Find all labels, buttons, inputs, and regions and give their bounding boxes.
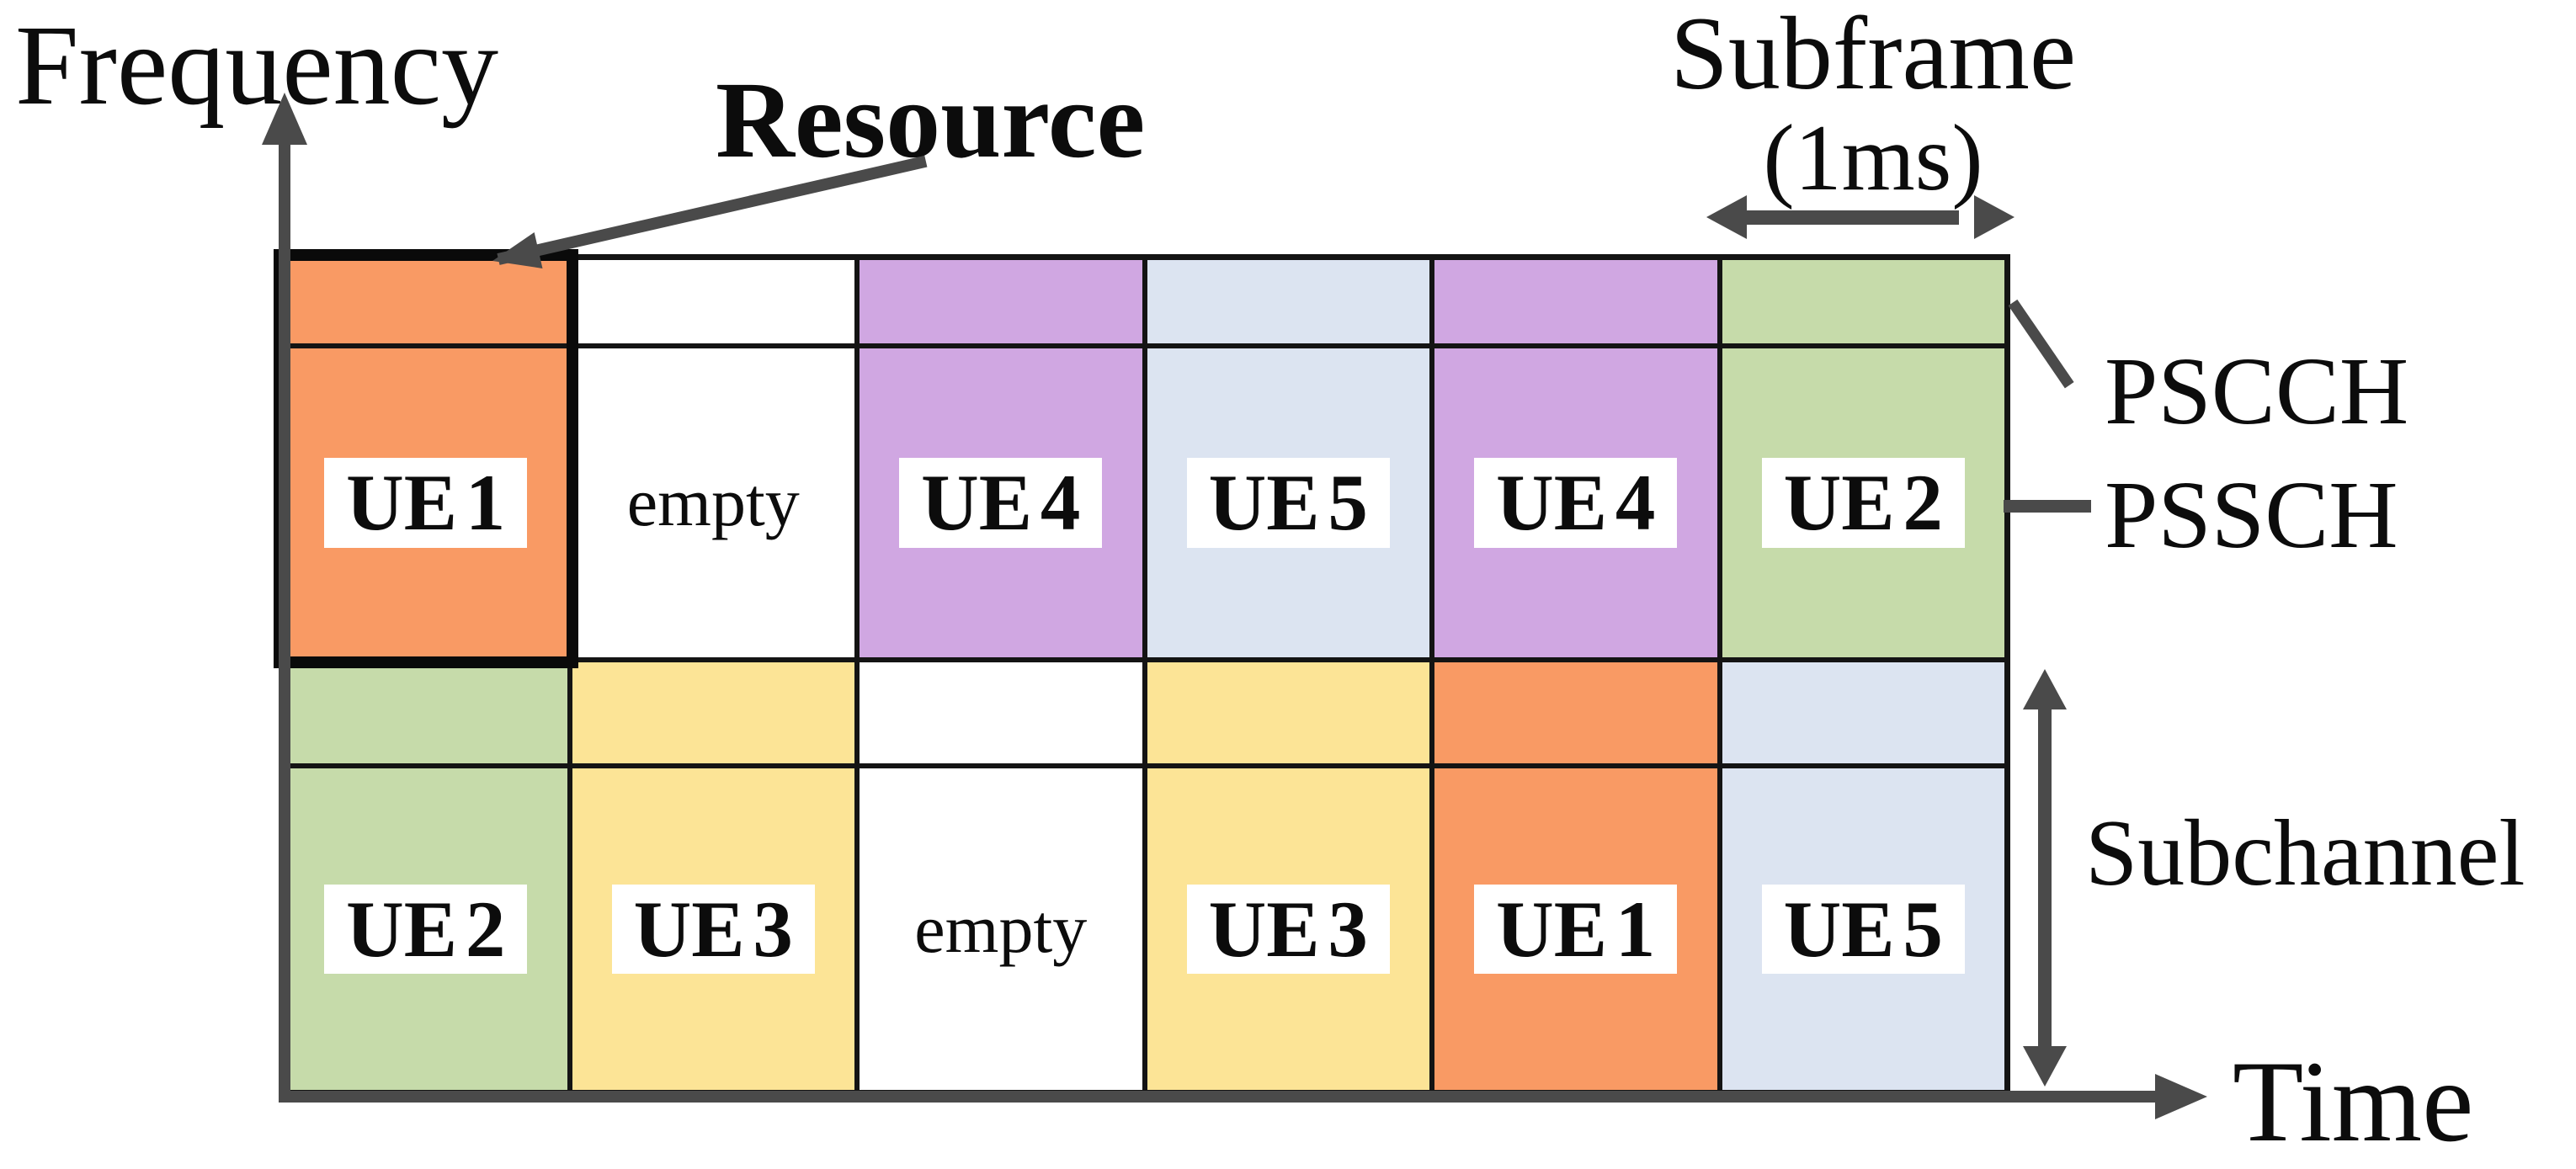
resource-annotation-label: Resource [716,60,1146,181]
pscch-strip-bottom-col5 [1432,660,1720,766]
pscch-label: PSCCH [2105,337,2409,444]
pscch-strip-bottom-col4 [1144,660,1432,766]
subframe-label: Subframe [1669,0,2077,111]
pscch-strip-bottom-col3 [857,660,1145,766]
ue-cell-label: UE 2 [324,884,528,975]
pssch-body-bottom-col4: UE 3 [1144,766,1432,1092]
subframe-double-arrow-line [1738,210,1959,225]
ue-cell-label: UE 5 [1186,458,1390,548]
pscch-strip-top-col6 [1719,258,2007,346]
ue-cell-label: UE 2 [1761,458,1965,548]
ue-cell-label: UE 3 [1186,884,1390,975]
subchannel-label: Subchannel [2085,801,2525,906]
pscch-strip-top-col4 [1144,258,1432,346]
ue-cell-label: UE 4 [1474,458,1678,548]
subframe-arrow-right-head-icon [1974,195,2014,239]
grid-column-4: UE 5 UE 3 [1144,258,1432,1092]
time-axis-arrowhead-icon [2155,1074,2207,1119]
ue-cell-label: UE 1 [1474,884,1678,975]
pscch-strip-bottom-col2 [569,660,857,766]
subframe-annotation: Subframe (1ms) [1667,0,2079,210]
subchannel-arrow-bottom-head-icon [2023,1046,2067,1087]
pssch-body-top-col5: UE 4 [1432,346,1720,660]
pscch-pointer-line [2008,299,2074,389]
grid-column-2: empty UE 3 [569,258,857,1092]
pssch-label: PSSCH [2105,461,2398,568]
empty-cell-label: empty [897,884,1104,975]
grid-column-6: UE 2 UE 5 [1719,258,2007,1092]
pssch-body-bottom-col2: UE 3 [569,766,857,1092]
pssch-body-top-col3: UE 4 [857,346,1145,660]
frequency-axis-line [279,139,290,1099]
pssch-body-bottom-col5: UE 1 [1432,766,1720,1092]
grid-column-3: UE 4 empty [857,258,1145,1092]
pscch-strip-top-col5 [1432,258,1720,346]
subchannel-double-arrow-line [2038,705,2052,1052]
frequency-axis-label: Frequency [15,3,499,129]
pssch-body-top-col2: empty [569,346,857,660]
time-axis-label: Time [2233,1037,2474,1166]
subchannel-arrow-top-head-icon [2023,669,2067,709]
pssch-body-bottom-col6: UE 5 [1719,766,2007,1092]
frequency-axis-arrowhead-icon [262,93,307,145]
pscch-strip-top-col2 [569,258,857,346]
empty-cell-label: empty [609,458,817,548]
pssch-pointer-line [2004,500,2091,513]
grid-column-5: UE 4 UE 1 [1432,258,1720,1092]
grid-column-1: UE 1 UE 2 [282,258,570,1092]
pssch-body-bottom-col1: UE 2 [282,766,570,1092]
pscch-strip-bottom-col6 [1719,660,2007,766]
pssch-body-top-col1: UE 1 [282,346,570,660]
subframe-duration-label: (1ms) [1763,106,1983,210]
ue-cell-label: UE 4 [899,458,1103,548]
ue-cell-label: UE 5 [1761,884,1965,975]
pssch-body-bottom-col3: empty [857,766,1145,1092]
resource-cell-highlight [274,249,578,668]
resource-pointer-line [497,155,928,265]
pscch-strip-top-col3 [857,258,1145,346]
ue-cell-label: UE 1 [324,458,528,548]
subframe-arrow-left-head-icon [1706,195,1747,239]
pssch-body-top-col4: UE 5 [1144,346,1432,660]
pscch-strip-bottom-col1 [282,660,570,766]
ue-cell-label: UE 3 [611,884,815,975]
time-axis-line [279,1091,2155,1103]
pssch-body-top-col6: UE 2 [1719,346,2007,660]
